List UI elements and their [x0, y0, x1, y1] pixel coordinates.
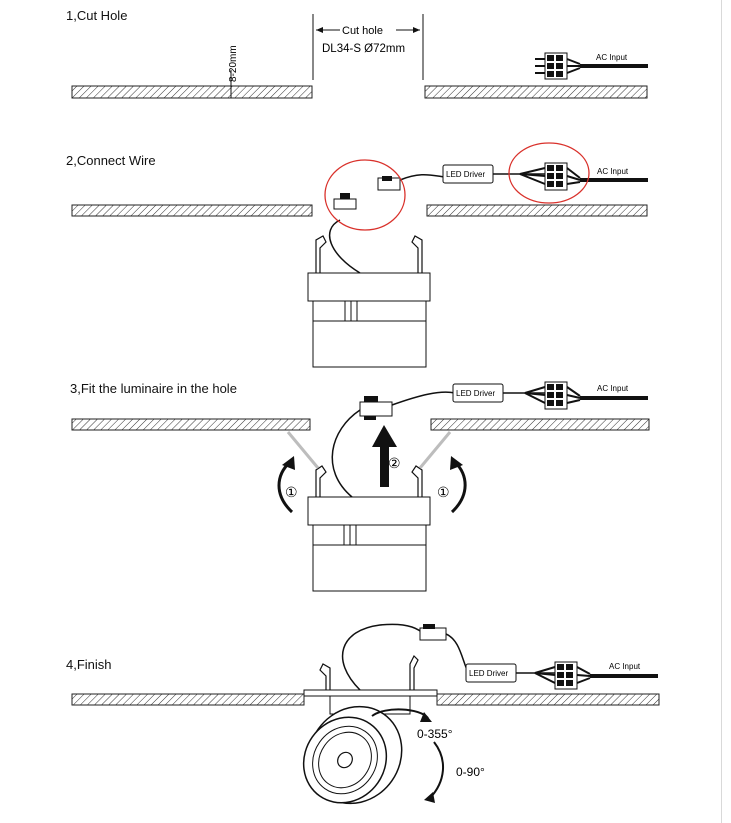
step-3-rotate-arrow-right	[450, 460, 467, 514]
step-4-wire-driver	[445, 633, 469, 673]
step-4-led-driver-label: LED Driver	[469, 669, 508, 678]
page-edge-line	[721, 0, 722, 823]
step-3-luminaire	[307, 465, 431, 592]
step-2-title: 2,Connect Wire	[66, 153, 156, 168]
step-1-ceiling-left	[71, 85, 313, 99]
step-4-spotlight-head	[302, 705, 403, 805]
model-size-label: DL34-S Ø72mm	[322, 43, 405, 55]
step-2-luminaire	[307, 235, 431, 368]
tilt-label: 0-90°	[456, 765, 485, 779]
tilt-arc	[429, 741, 445, 799]
step-3-ceiling-right	[430, 418, 650, 431]
step-4-title: 4,Finish	[66, 657, 112, 672]
step-3-ac-input-label: AC Input	[597, 384, 629, 393]
step-3-spring-right	[418, 431, 452, 469]
tilt-arrowhead	[424, 792, 435, 803]
step-2-wire-driver	[399, 174, 446, 181]
step-4-quick-connector	[419, 624, 447, 641]
step-3-quick-connector	[359, 396, 393, 420]
rotate-horizontal-arrowhead	[420, 712, 432, 722]
step-3-terminal-block	[524, 381, 648, 410]
step-4-ceiling-left	[71, 693, 305, 706]
step-3-push-arrow-head	[372, 425, 397, 447]
thickness-label: 8-20mm	[228, 45, 239, 82]
step-2-terminal-block	[519, 162, 648, 191]
step-3-led-driver-label: LED Driver	[456, 389, 495, 398]
step-4-ceiling-right	[436, 693, 660, 706]
step-4-ac-input-label: AC Input	[609, 662, 641, 671]
step-3-push-arrow-shaft	[380, 445, 389, 487]
step-2-connector-highlight	[324, 159, 406, 231]
step-1-ac-input-label: AC Input	[596, 53, 628, 62]
step-3-wire-driver	[391, 391, 456, 406]
cut-hole-arrow-left	[316, 27, 323, 33]
step-2-led-driver-label: LED Driver	[446, 170, 485, 179]
step-1-title: 1,Cut Hole	[66, 8, 128, 23]
step-2-ac-input-label: AC Input	[597, 167, 629, 176]
step-3-wire-lum	[331, 409, 361, 498]
step-4-terminal-block	[534, 661, 658, 690]
step-4-wire-lum	[341, 623, 426, 691]
rotate-horizontal-label: 0-355°	[417, 727, 453, 741]
step-3-marker-one-right: ①	[437, 484, 450, 500]
step-2-ceiling-right	[426, 204, 648, 217]
step-2-ceiling-left	[71, 204, 313, 217]
step-1-ceiling-right	[424, 85, 648, 99]
step-3-ceiling-left	[71, 418, 311, 431]
step-2-terminal-highlight	[508, 142, 590, 204]
step-3-title: 3,Fit the luminaire in the hole	[70, 381, 237, 396]
step-3-spring-left	[286, 431, 320, 469]
step-3-marker-two: ②	[388, 455, 401, 471]
step-3-rotate-arrowhead-right	[450, 456, 463, 470]
step-1-terminal-block	[535, 52, 648, 80]
step-2-wire-lum	[329, 219, 361, 274]
step-3-marker-one-left: ①	[285, 484, 298, 500]
step-3-rotate-arrowhead-left	[282, 456, 295, 470]
cut-hole-label: Cut hole	[342, 25, 383, 37]
step-2-quick-connector	[333, 176, 401, 210]
cut-hole-arrow-right	[413, 27, 420, 33]
